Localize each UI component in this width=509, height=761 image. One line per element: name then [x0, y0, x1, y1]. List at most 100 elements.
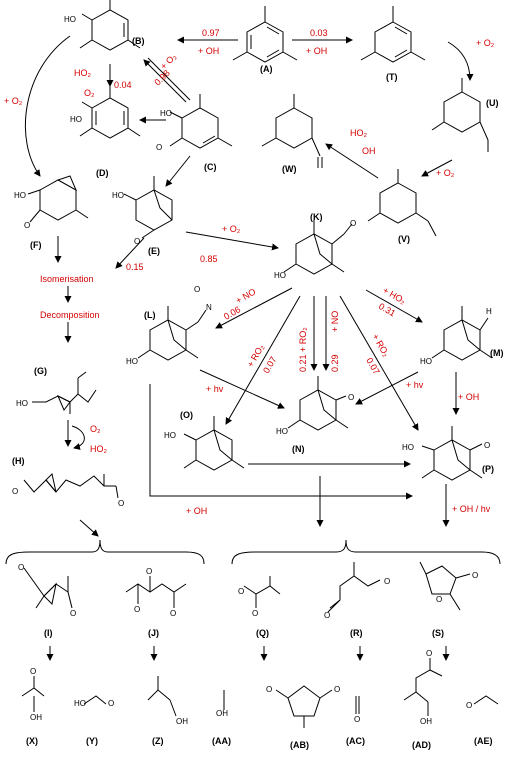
- atom-label: OH: [420, 717, 432, 726]
- label-L: (L): [144, 310, 156, 320]
- atom-label: HO: [64, 15, 76, 24]
- structure-AE: [473, 695, 499, 705]
- label-AD: (AD): [412, 740, 431, 750]
- atom-label: O: [118, 499, 124, 508]
- label-P: (P): [482, 464, 494, 474]
- atom-label: O: [252, 609, 258, 618]
- annotation-branch-0.97: 0.97: [202, 28, 220, 38]
- annotation-plus-ro2: + RO₂: [370, 332, 391, 359]
- label-S: (S): [432, 628, 444, 638]
- annotation-branch-0.15: 0.15: [126, 262, 144, 272]
- atom-label: N: [206, 303, 212, 312]
- atom-label: O: [334, 685, 340, 694]
- atom-label: OH: [216, 709, 228, 718]
- atom-label: HO: [276, 427, 288, 436]
- atom-label: O: [146, 567, 152, 576]
- annotation-plus-o2: + O₂: [436, 168, 455, 178]
- annotation-plus-oh: + OH: [186, 506, 207, 516]
- structure-J: [125, 576, 187, 608]
- annotation-plus-ro2: + RO₂: [298, 327, 308, 352]
- atom-label: H: [486, 307, 492, 316]
- label-K: (K): [310, 212, 323, 222]
- atom-label: O: [30, 667, 36, 676]
- annotation-branch-0.04: 0.04: [114, 80, 132, 90]
- structure-I: [23, 567, 73, 609]
- annotation-plus-o2: + O₂: [476, 38, 495, 48]
- label-X: (X): [26, 736, 38, 746]
- structure-H: [23, 473, 119, 499]
- atom-label: O: [350, 219, 356, 228]
- structure-G: [32, 371, 97, 414]
- label-J: (J): [148, 628, 159, 638]
- label-Z: (Z): [152, 736, 164, 746]
- label-O: (O): [180, 410, 193, 420]
- structure-R: [327, 562, 381, 613]
- atom-label: HO: [74, 699, 86, 708]
- atom-label: O: [70, 609, 76, 618]
- atom-label: O: [426, 649, 432, 658]
- label-T: (T): [386, 72, 398, 82]
- label-B: (B): [132, 36, 145, 46]
- label-E: (E): [148, 246, 160, 256]
- structure-K: [283, 220, 353, 275]
- atom-labels: HO HO HO O HO O HO O HO O O N HO H HO HO…: [12, 15, 492, 726]
- atom-label: O: [384, 577, 390, 586]
- annotation-plus-o2: + O₂: [4, 96, 23, 106]
- label-U: (U): [486, 98, 499, 108]
- atom-label: O: [12, 487, 18, 496]
- label-D: (D): [96, 168, 109, 178]
- annotation-o2: O₂: [84, 88, 95, 98]
- atom-label: O: [348, 393, 354, 402]
- atom-label: O: [108, 699, 114, 708]
- label-W: (W): [282, 164, 297, 174]
- annotation-plus-oh: + OH: [198, 46, 219, 56]
- label-R: (R): [350, 628, 363, 638]
- structure-C: [169, 94, 233, 149]
- structure-B: [79, 0, 141, 51]
- structure-AD: [403, 658, 443, 716]
- annotation-o2: O₂: [90, 424, 101, 434]
- atom-label: OH: [176, 717, 188, 726]
- atom-label: HO: [420, 357, 432, 366]
- annotation-isomerisation: Isomerisation: [40, 274, 94, 284]
- label-G: (G): [34, 366, 47, 376]
- label-V: (V): [398, 234, 410, 244]
- atom-label: O: [24, 221, 30, 230]
- structure-S: [419, 561, 471, 611]
- atom-label: HO: [14, 191, 26, 200]
- structure-AC: [355, 696, 360, 714]
- atom-label: O: [466, 701, 472, 710]
- annotation-hv: + hv: [206, 384, 224, 394]
- structure-A: [232, 6, 298, 63]
- structure-T: [360, 6, 426, 63]
- structure-Q: [243, 576, 281, 608]
- atom-label: HO: [274, 271, 286, 280]
- annotation-plus-oh: + OH: [458, 392, 479, 402]
- annotation-decomposition: Decomposition: [40, 310, 100, 320]
- annotation-branch-0.03: 0.03: [310, 28, 328, 38]
- structure-P: [421, 426, 483, 481]
- annotation-plus-no: + NO: [234, 286, 257, 305]
- structure-U: [431, 78, 489, 152]
- reaction-arrows: [5, 35, 501, 661]
- annotation-branch-0.07: 0.07: [364, 356, 381, 376]
- label-Y: (Y): [86, 736, 98, 746]
- annotation-plus-o2: + O₂: [158, 51, 178, 71]
- annotation-branch-0.29: 0.29: [330, 354, 340, 372]
- annotation-ho2: HO₂: [74, 68, 92, 78]
- atom-label: HO: [402, 443, 414, 452]
- atom-label: O: [156, 143, 162, 152]
- atom-label: HO: [112, 191, 124, 200]
- reaction-annotations: 0.97 + OH 0.03 + OH + O₂ + O₂ 0.98 HO₂ O…: [4, 28, 495, 516]
- structure-M: [431, 306, 493, 361]
- label-AB: (AB): [290, 740, 309, 750]
- label-AE: (AE): [474, 736, 493, 746]
- atom-label: HO: [160, 109, 172, 118]
- atom-label: O: [134, 605, 140, 614]
- structure-V: [367, 169, 437, 237]
- annotation-branch-0.21: 0.21: [298, 354, 308, 372]
- annotation-hv: + hv: [406, 380, 424, 390]
- atom-label: HO: [126, 357, 138, 366]
- structure-N: [287, 376, 349, 431]
- annotation-plus-no: + NO: [330, 311, 340, 332]
